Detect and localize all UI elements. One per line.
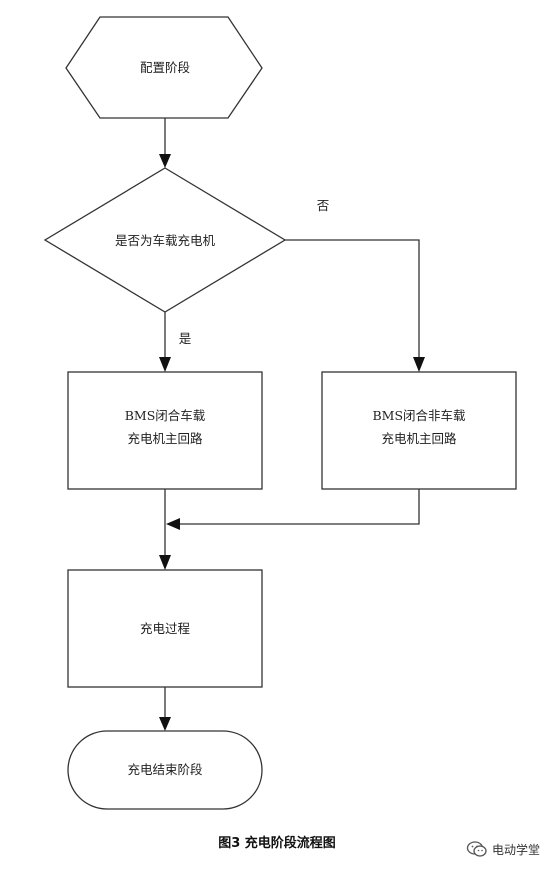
charging-process-label: 充电过程 — [140, 621, 191, 636]
bms-onboard-label-line1: BMS闭合车载 — [125, 408, 206, 423]
config-stage-node — [65, 16, 263, 119]
edge-decision-no — [285, 239, 420, 358]
arrowhead — [159, 555, 171, 570]
figure-caption: 图3 充电阶段流程图 — [218, 836, 336, 851]
wechat-icon — [466, 841, 487, 857]
charging-process-node — [67, 569, 263, 688]
end-stage-node — [67, 730, 263, 810]
watermark: 电动学堂 — [466, 840, 540, 858]
watermark-text: 电动学堂 — [491, 842, 540, 857]
bms-offboard-label-line1: BMS闭合非车载 — [372, 408, 466, 423]
bms-onboard-node — [67, 371, 263, 490]
arrowhead — [159, 717, 171, 731]
arrowhead — [413, 357, 425, 372]
end-stage-label: 充电结束阶段 — [127, 762, 202, 777]
decision-label: 是否为车载充电机 — [115, 233, 216, 248]
arrowhead — [159, 154, 171, 168]
yes-branch-label: 是 — [179, 331, 192, 346]
arrowhead — [166, 518, 180, 530]
no-branch-label: 否 — [317, 198, 330, 213]
bms-offboard-label-line2: 充电机主回路 — [381, 431, 457, 446]
config-stage-label: 配置阶段 — [140, 60, 190, 75]
bms-offboard-node — [321, 371, 517, 490]
edge-offboard-merge — [178, 489, 420, 525]
bms-onboard-label-line2: 充电机主回路 — [127, 431, 203, 446]
arrowhead — [159, 357, 171, 372]
